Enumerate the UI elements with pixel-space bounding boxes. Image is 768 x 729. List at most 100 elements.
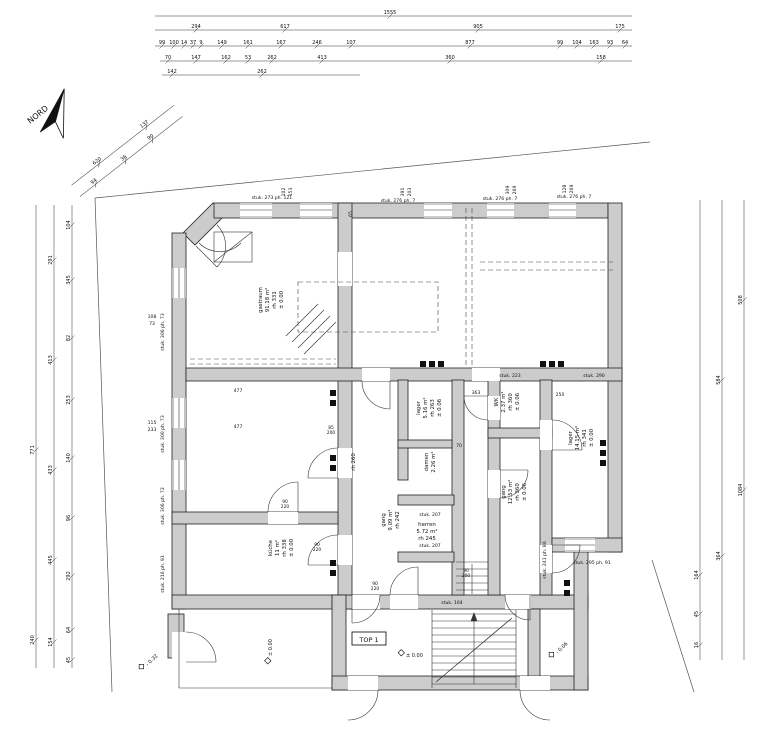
dim-label: 107 [346, 40, 356, 46]
level-mark: ± 0.00 [397, 649, 423, 659]
room-label-line: gang [501, 485, 507, 499]
level-diamond-icon [138, 664, 144, 670]
wall-kueche-top [171, 511, 339, 525]
room-label: rh 260 [351, 453, 357, 471]
door-size-label: 90 [463, 568, 469, 574]
inner-dim-label: 108 [148, 314, 157, 320]
small-staircase[interactable] [456, 561, 488, 594]
dim-label: 445 [48, 555, 54, 565]
room-label-line: 12.53 m² [507, 480, 514, 505]
dim-chain: 94 36 90 [79, 116, 183, 197]
boundary-right [651, 559, 695, 693]
inner-dim-label: 115 [148, 420, 157, 426]
door-size-label: 90 [282, 499, 288, 505]
inner-dim-label: 391 [400, 188, 406, 197]
wall-finish-label: stuk. 306 ph. 73 [160, 313, 166, 351]
level-label: - 0.06 [555, 641, 570, 656]
door-size-label: 85 [328, 425, 334, 431]
inner-dim-label: 153 [288, 188, 294, 197]
dim-label: 164 [694, 570, 700, 580]
room-label-line: ± 0.00 [289, 538, 295, 557]
wall-finish-label: stuk. 276 ph. 7 [557, 194, 592, 200]
dim-label: 96 [66, 515, 72, 521]
dim-label: 360 [445, 55, 455, 61]
dim-label: 64 [622, 40, 628, 46]
dim-label: 93 [607, 40, 613, 46]
wall-bottom-left [171, 594, 353, 610]
dim-label: 240 [30, 635, 36, 645]
inner-dim-label: 233 [148, 427, 157, 433]
room-label-line: 2.37 m² [500, 391, 507, 412]
dim-label: 36 [120, 154, 129, 163]
room-label-line: gang [381, 513, 387, 527]
dim-label: 137 [139, 119, 150, 130]
dim-label: 99 [557, 40, 563, 46]
wall-herren-bottom [397, 551, 455, 563]
dim-label: 294 [191, 24, 201, 30]
dim-label: 413 [317, 55, 327, 61]
room-label-line: rh 360 [515, 483, 521, 501]
dim-label: 262 [257, 69, 267, 75]
dim-label: 16 [694, 642, 700, 648]
dim-label: 140 [66, 453, 72, 463]
wall-finish-label: stuk. 276 ph. 7 [381, 198, 416, 204]
wall-finish-label: stuk. 241 ph. 86 [542, 541, 548, 579]
room-label-line: ± 0.00 [279, 290, 285, 309]
north-arrow: NORD [26, 88, 65, 139]
wall-annex-right [573, 551, 589, 691]
dim-label: 905 [473, 24, 483, 30]
boundary-top [94, 141, 651, 199]
room-label-line: 11 m² [274, 540, 281, 556]
site-boundary [94, 141, 695, 693]
dim-label: 147 [191, 55, 201, 61]
inner-dim-label: 65 [348, 211, 354, 217]
room-label-line: ± 0.06 [522, 482, 528, 501]
inner-dim-label: 477 [234, 424, 243, 430]
main-staircase[interactable] [431, 610, 517, 688]
dim-label: 149 [217, 40, 227, 46]
wall-finish-label: stuk. 290 [583, 373, 605, 379]
dim-label: 364 [716, 551, 722, 561]
level-diamond-icon [397, 649, 405, 657]
dim-label: 617 [280, 24, 290, 30]
dim-label: 158 [596, 55, 606, 61]
top1-label: TOP 1 [358, 636, 378, 644]
dim-label: 37 [190, 40, 196, 46]
door-size-label: 220 [371, 586, 380, 592]
room-label-line: rh 341 [582, 429, 588, 447]
wall-finish-label: stuk. 300 ph. 73 [160, 415, 166, 453]
level-diamond-icon [548, 652, 554, 658]
wall-finish-label: stuk. 276 ph. 7 [483, 196, 518, 202]
level-label: ± 0.00 [406, 653, 423, 659]
door-size-label: 220 [313, 547, 322, 553]
dim-label: 94 [90, 177, 99, 186]
wall-damen [397, 439, 453, 449]
dim-label: 90 [146, 133, 155, 142]
dim-label: 163 [589, 40, 599, 46]
room-label-line: rh 263 [430, 399, 436, 417]
building-walls [167, 202, 623, 691]
top1-tag: TOP 1 [351, 631, 387, 646]
room-label-line: ± 0.06 [437, 398, 443, 417]
dashed-lines [190, 208, 616, 366]
dim-label: 70 [165, 55, 171, 61]
dim-label: 291 [48, 255, 54, 265]
wall-herren-top [397, 494, 455, 506]
inner-dim-label: 250 [556, 392, 565, 398]
dim-label: 9 [199, 40, 202, 46]
dim-label: 246 [312, 40, 322, 46]
dim-label: 771 [30, 445, 36, 455]
wall-interior-v2 [397, 379, 409, 481]
wall-openings [172, 252, 552, 690]
room-label-line: 5.72 m² [416, 528, 437, 535]
